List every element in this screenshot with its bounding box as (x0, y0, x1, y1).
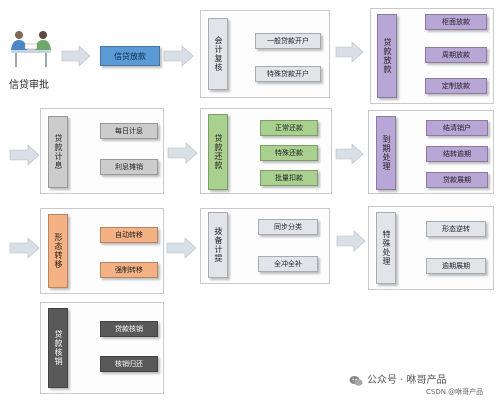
special-handling-title: 特殊处理 (376, 212, 396, 284)
form-reversal: 形态逆转 (426, 221, 486, 237)
normal-repayment: 正常还款 (260, 120, 318, 136)
loan-writeoff-title: 贷款核销 (48, 308, 68, 388)
forced-transfer: 强制转移 (100, 262, 158, 278)
sync-classification: 同步分类 (258, 219, 318, 235)
overdue-extension: 逾期展期 (426, 258, 486, 274)
loan-repayment-title: 贷款还款 (208, 114, 228, 190)
loan-writeoff: 贷款核销 (100, 321, 158, 337)
daily-interest: 每日计息 (100, 123, 158, 139)
custom-disbursement: 定制放款 (425, 78, 487, 94)
transfer-overdue: 结转逾期 (426, 146, 488, 162)
watermark-line1: 公众号 · 咻哥产品 (367, 375, 447, 386)
batch-deduction: 批量扣款 (260, 170, 318, 186)
flow-arrow-1 (61, 45, 91, 67)
flow-arrow-2 (163, 45, 194, 67)
flow-arrow-3 (335, 41, 364, 63)
form-transfer-title: 形态转移 (48, 214, 68, 288)
periodic-disbursement: 周期放款 (425, 47, 487, 63)
start-label: 信贷审批 (9, 80, 49, 91)
approval-people-icon (11, 31, 51, 67)
flow-arrow-7 (9, 237, 40, 259)
counter-disbursement: 柜面放款 (425, 14, 487, 30)
flow-arrow-8 (166, 237, 197, 259)
auto-transfer: 自动转移 (100, 227, 158, 243)
flow-arrow-9 (336, 230, 366, 252)
interest-amortization: 利息摊销 (100, 159, 158, 175)
flow-arrow-5 (167, 142, 198, 164)
provision-title: 拨备计提 (208, 212, 228, 278)
loan-disbursement-title: 贷款放款 (377, 14, 397, 98)
flow-arrow-6 (335, 143, 364, 165)
writeoff-recovery: 核销归还 (100, 356, 158, 372)
special-repayment: 特殊还款 (260, 145, 318, 161)
loan-extension: 贷款展期 (426, 172, 488, 188)
account-opening-general: 一般贷款开户 (255, 33, 321, 49)
watermark-line2: CSDN @咻哥产品 (426, 388, 484, 396)
account-opening-special: 特殊贷款开户 (255, 66, 321, 82)
maturity-handling-title: 到期处理 (376, 116, 396, 190)
loan-interest-title: 贷款计息 (48, 116, 68, 188)
credit-disbursement-box: 信贷放款 (100, 46, 160, 66)
flow-arrow-4 (9, 144, 40, 166)
wechat-icon (349, 372, 363, 386)
settle-close-account: 结清销户 (426, 120, 488, 136)
accounting-review-title: 会计复核 (208, 18, 228, 90)
full-reversal-supplement: 全冲全补 (258, 256, 318, 272)
